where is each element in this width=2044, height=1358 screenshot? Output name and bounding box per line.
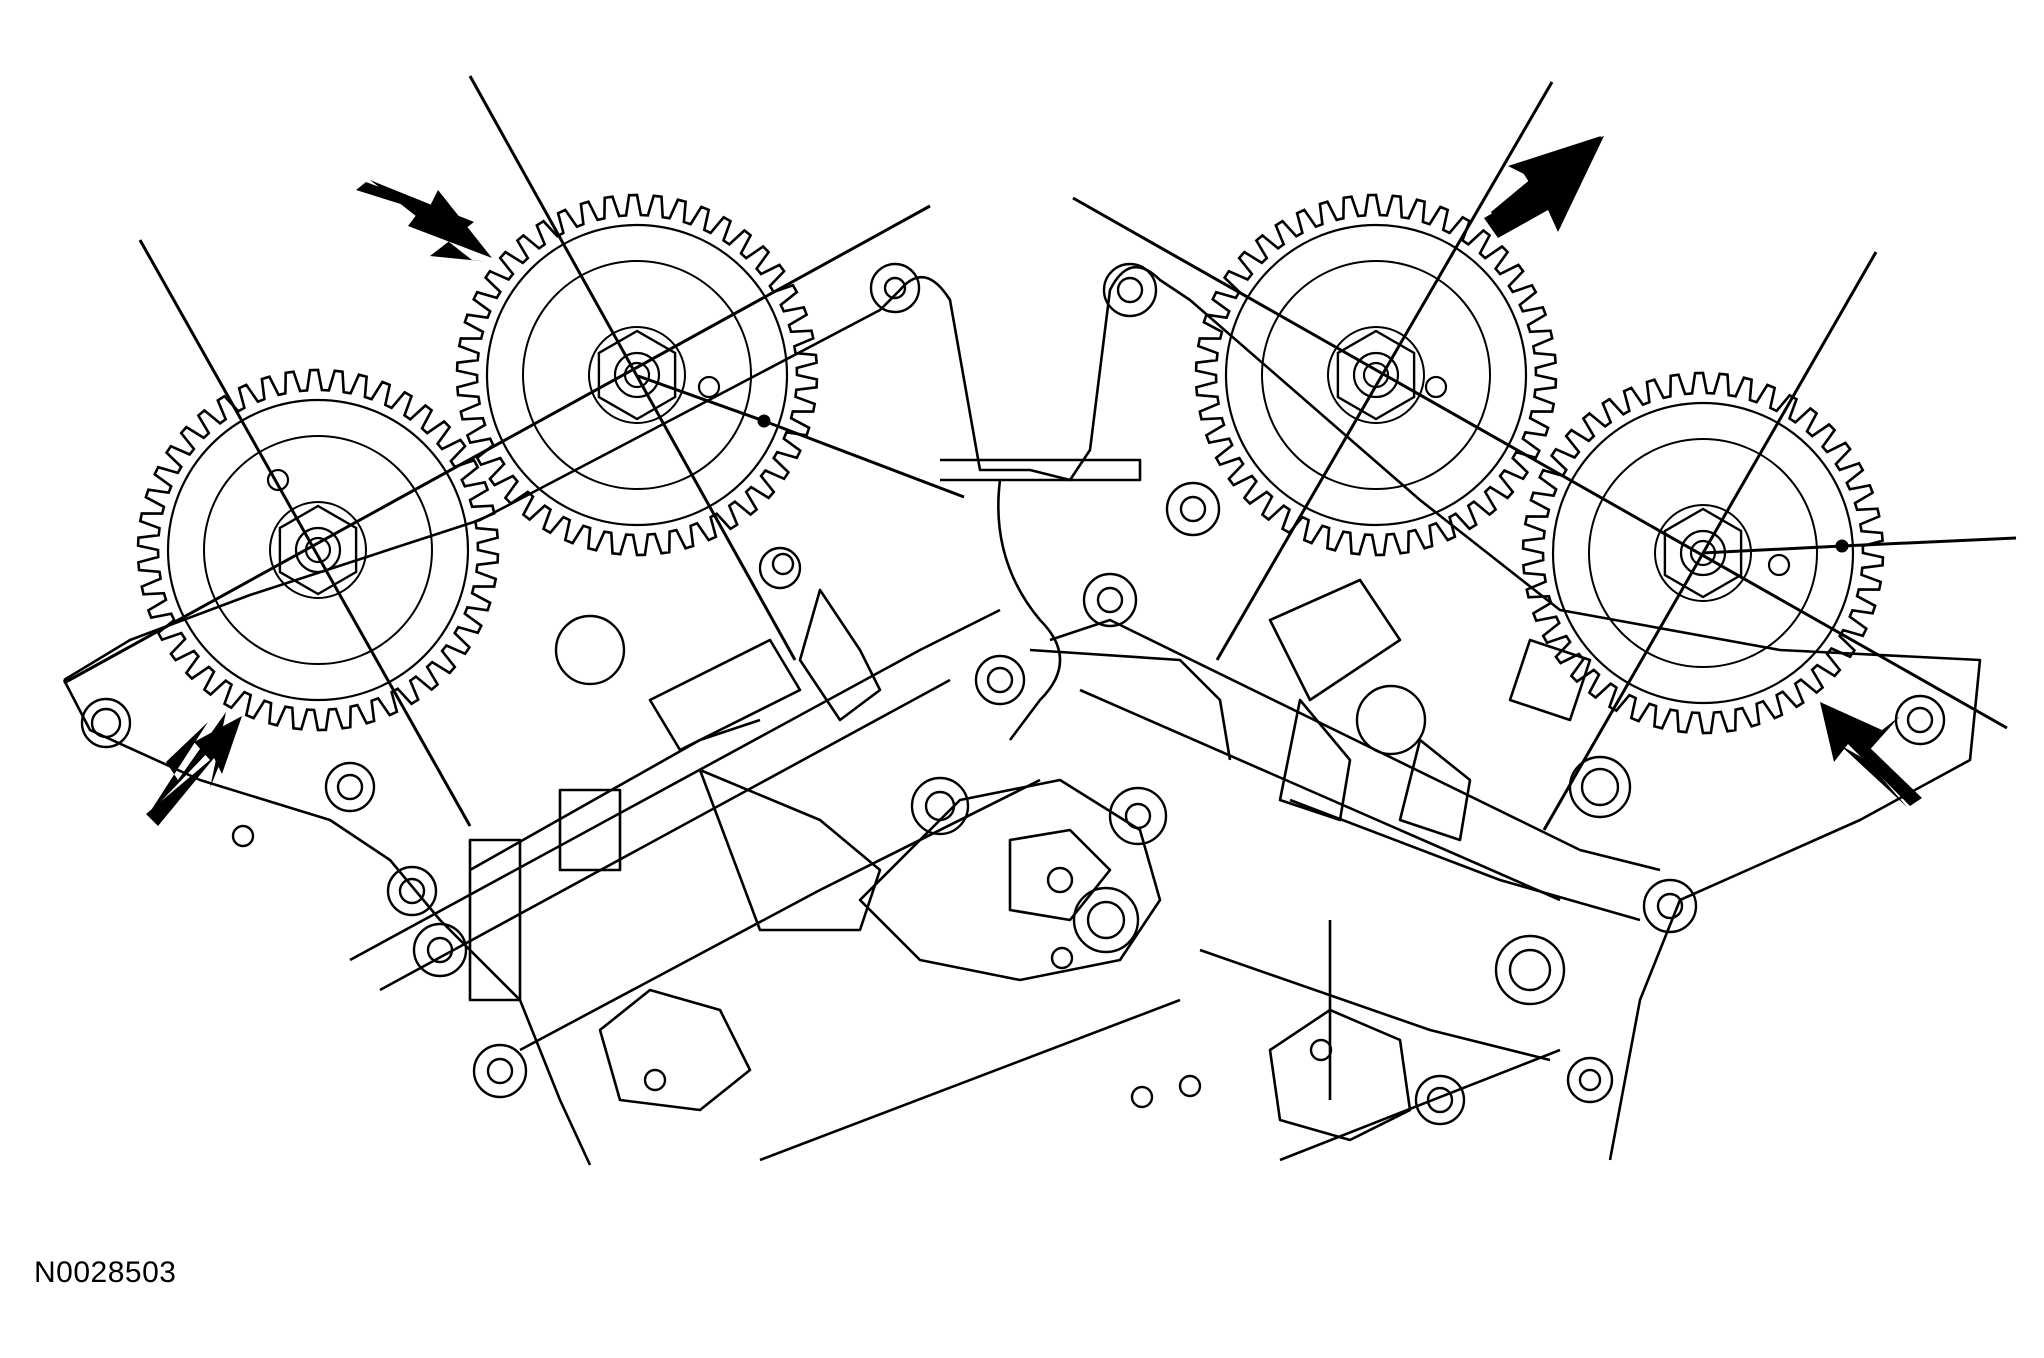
sprocket-ring xyxy=(166,398,470,702)
alignment-line-5 xyxy=(1215,81,1554,661)
sprocket-ring xyxy=(203,435,433,665)
arrow-icon xyxy=(1820,702,1922,806)
sprocket-ring xyxy=(1261,260,1491,490)
sprocket-teeth xyxy=(136,368,500,732)
bolt-washer xyxy=(294,526,342,574)
sprocket-ring xyxy=(522,260,752,490)
hex-bolt-icon xyxy=(1336,329,1416,421)
sprocket-ring xyxy=(269,501,367,599)
hex-bolt-icon xyxy=(597,329,677,421)
dowel-pin-hole xyxy=(266,468,290,492)
sprocket-ring xyxy=(1551,401,1855,705)
indicator-arrow-heads xyxy=(146,136,1922,826)
engine-block-outline xyxy=(62,265,1982,1166)
sprocket-right-bank-outer xyxy=(1521,371,1885,735)
bolt-washer xyxy=(613,351,661,399)
arrow-icon xyxy=(1484,136,1604,238)
sprocket-teeth xyxy=(1194,193,1558,557)
arrow-icon xyxy=(356,182,492,258)
sprocket-ring xyxy=(485,223,789,527)
hex-bolt-icon xyxy=(1663,507,1743,599)
sprocket-left-bank-outer xyxy=(136,368,500,732)
arrow-icon xyxy=(146,716,242,826)
sprocket-left-bank-inner xyxy=(455,193,819,557)
bolt-holes xyxy=(80,262,1946,1126)
sprocket-teeth xyxy=(455,193,819,557)
alignment-line-6 xyxy=(1542,251,1878,831)
alignment-line-1 xyxy=(138,239,472,827)
sprocket-right-bank-inner xyxy=(1194,193,1558,557)
sprocket-ring xyxy=(1654,504,1752,602)
dowel-pin-hole xyxy=(1767,553,1791,577)
dowel-pin-hole xyxy=(1424,375,1448,399)
alignment-line-2 xyxy=(63,204,931,685)
figure-reference-code: N0028503 xyxy=(34,1256,177,1289)
alignment-line-3 xyxy=(468,75,797,661)
alignment-line-4 xyxy=(1072,196,2008,730)
hex-bolt-icon xyxy=(278,504,358,596)
bolt-washer xyxy=(1352,351,1400,399)
sprocket-ring xyxy=(1327,326,1425,424)
dowel-pin-hole xyxy=(697,375,721,399)
sprocket-ring xyxy=(588,326,686,424)
sprocket-ring xyxy=(1588,438,1818,668)
timing-alignment-lines xyxy=(63,75,2017,831)
camshaft-sprockets xyxy=(136,193,1885,735)
sprocket-ring xyxy=(1224,223,1528,527)
